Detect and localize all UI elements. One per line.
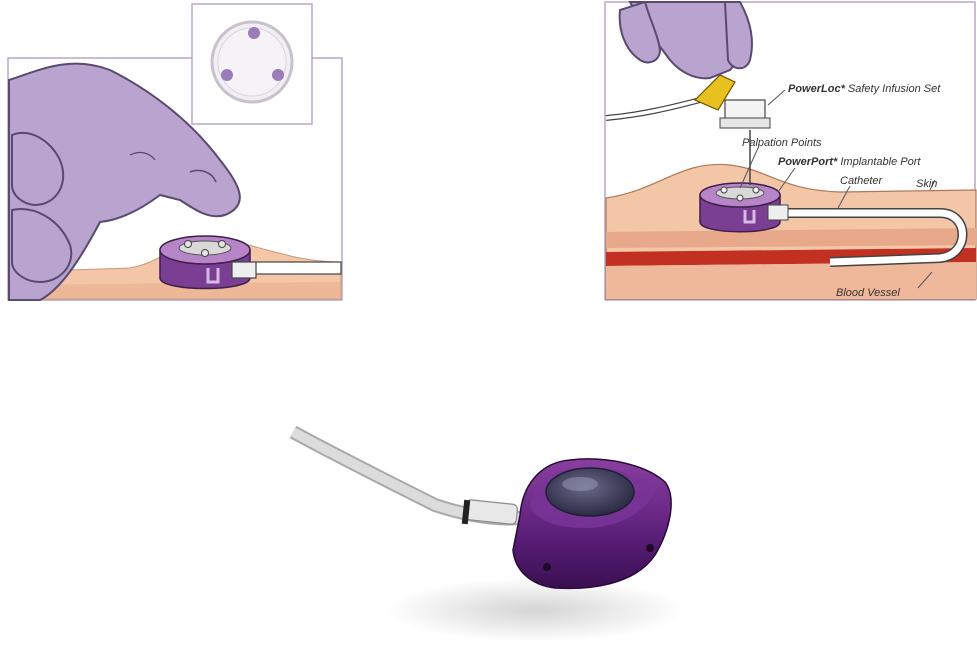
suture-hole-icon	[543, 563, 551, 571]
palpation-point-icon	[248, 27, 260, 39]
port-icon	[160, 236, 256, 289]
port-cross-section-svg: PowerLoc* Safety Infusion Set Palpation …	[600, 0, 977, 305]
septum-icon	[546, 468, 634, 516]
powerport-rest: Implantable Port	[837, 156, 921, 168]
palpation-illustration-svg	[0, 0, 350, 305]
catheter-label: Catheter	[840, 175, 884, 187]
port-cross-section-diagram: PowerLoc* Safety Infusion Set Palpation …	[600, 0, 977, 305]
powerport-brand: PowerPort*	[778, 156, 838, 168]
powerloc-label: PowerLoc* Safety Infusion Set	[788, 83, 941, 95]
device-shadow	[385, 578, 680, 642]
port-device-icon	[513, 459, 671, 588]
palpation-illustration	[0, 0, 350, 305]
powerport-icon	[700, 183, 788, 232]
powerport-label: PowerPort* Implantable Port	[778, 156, 921, 168]
blood-vessel-label: Blood Vessel	[836, 287, 900, 299]
deep-tissue	[606, 262, 976, 299]
skin-label: Skin	[916, 178, 937, 190]
palpation-points-inset	[192, 4, 312, 124]
port-device-photo	[285, 420, 680, 660]
suture-hole-icon	[646, 544, 654, 552]
port-device-photo-svg	[285, 420, 680, 660]
powerloc-brand: PowerLoc*	[788, 83, 846, 95]
catheter-tube	[255, 262, 341, 274]
palpation-points-label: Palpation Points	[742, 137, 822, 149]
palpation-point-icon	[272, 69, 284, 81]
powerloc-rest: Safety Infusion Set	[845, 83, 941, 95]
palpation-point-icon	[221, 69, 233, 81]
